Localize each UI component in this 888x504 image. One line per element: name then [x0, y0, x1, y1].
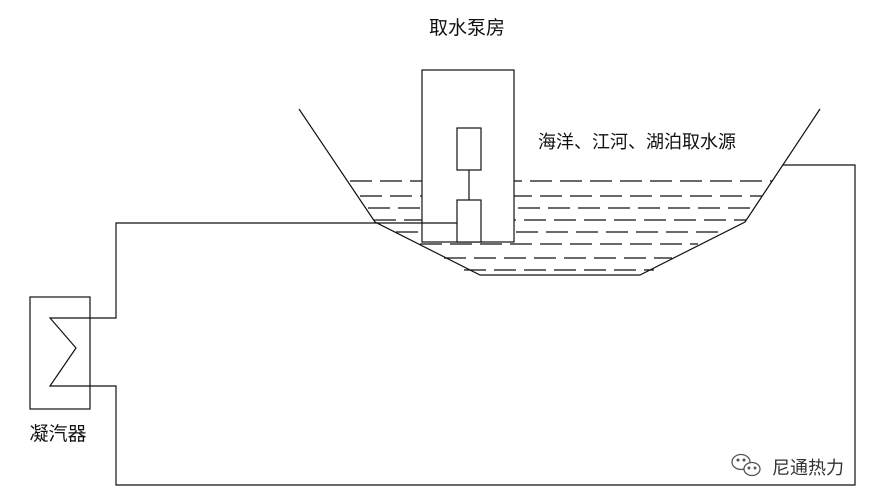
water-source-label: 海洋、江河、湖泊取水源 — [538, 132, 736, 153]
watermark-text: 尼通热力 — [772, 458, 844, 479]
intake-pipe — [90, 222, 375, 319]
pump-house-label: 取水泵房 — [429, 17, 505, 39]
condenser-coil — [48, 317, 90, 387]
wechat-icon — [731, 453, 761, 477]
pump-box — [456, 199, 482, 243]
water-surface-lines — [350, 180, 772, 271]
watermark: 尼通热力 — [731, 453, 844, 479]
condenser-label: 凝汽器 — [29, 423, 86, 445]
motor-box — [456, 127, 482, 171]
condenser-box — [29, 296, 91, 410]
basin-outline — [298, 108, 821, 276]
discharge-pipe — [90, 164, 856, 486]
